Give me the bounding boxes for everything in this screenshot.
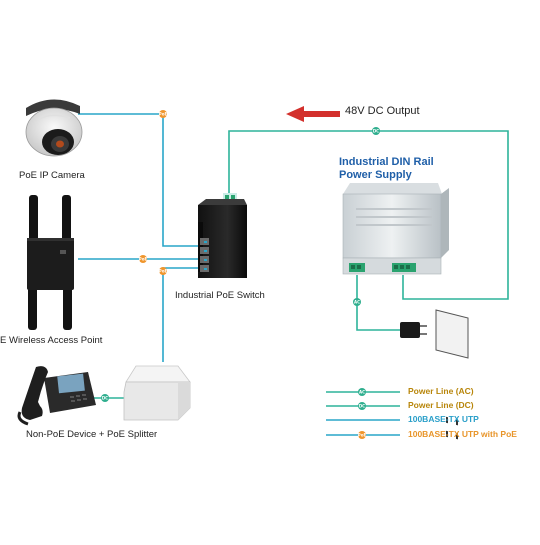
legend-ac-label: Power Line (AC) bbox=[408, 386, 474, 396]
svg-text:DC: DC bbox=[373, 129, 379, 134]
access-point-icon bbox=[27, 195, 74, 330]
poe-badge-camera: PoE bbox=[159, 110, 168, 118]
legend-badge-poe: PoE bbox=[358, 431, 367, 439]
svg-text:PoE: PoE bbox=[159, 269, 168, 274]
legend-badge-ac: AC bbox=[358, 388, 366, 396]
ac-power-line bbox=[356, 275, 400, 331]
svg-text:PoE: PoE bbox=[139, 257, 148, 262]
camera-label: PoE IP Camera bbox=[19, 170, 85, 181]
ip-phone-icon bbox=[17, 366, 96, 426]
dc-badge-output: DC bbox=[372, 127, 380, 135]
poe-switch-icon bbox=[198, 193, 247, 278]
wall-outlet-icon bbox=[435, 309, 469, 440]
access-point-label: E Wireless Access Point bbox=[0, 335, 103, 346]
poe-badge-ap: PoE bbox=[139, 255, 148, 263]
poe-splitter-icon bbox=[123, 365, 191, 421]
legend-utp-poe-label: 100BASE-TX UTP with PoE bbox=[408, 429, 517, 439]
switch-label: Industrial PoE Switch bbox=[175, 290, 265, 301]
camera-icon bbox=[25, 99, 83, 157]
splitter-poe-line bbox=[162, 267, 198, 362]
svg-text:PoE: PoE bbox=[159, 112, 168, 117]
legend-lines bbox=[326, 391, 400, 436]
phone-splitter-label: Non-PoE Device + PoE Splitter bbox=[26, 429, 158, 440]
output-arrow-icon bbox=[286, 106, 340, 122]
legend-badge-dc: DC bbox=[358, 402, 366, 410]
svg-text:DC: DC bbox=[102, 396, 108, 401]
dc-output-label: 48V DC Output bbox=[345, 105, 420, 117]
svg-text:PoE: PoE bbox=[358, 433, 367, 438]
power-supply-icon bbox=[342, 183, 449, 275]
poe-badge-switch: PoE bbox=[159, 267, 168, 275]
svg-text:AC: AC bbox=[359, 390, 365, 395]
legend-dc-label: Power Line (DC) bbox=[408, 400, 474, 410]
dc-output-line bbox=[228, 130, 509, 300]
dc-badge-phone: DC bbox=[101, 394, 109, 402]
ac-badge-psu: AC bbox=[353, 298, 361, 306]
svg-text:DC: DC bbox=[359, 404, 365, 409]
svg-text:AC: AC bbox=[354, 300, 360, 305]
camera-poe-line bbox=[78, 113, 198, 247]
legend-utp-label: 100BASE-TX UTP bbox=[408, 414, 479, 424]
power-plug-icon bbox=[400, 322, 427, 338]
power-supply-title: Industrial DIN Rail Power Supply bbox=[339, 156, 434, 181]
